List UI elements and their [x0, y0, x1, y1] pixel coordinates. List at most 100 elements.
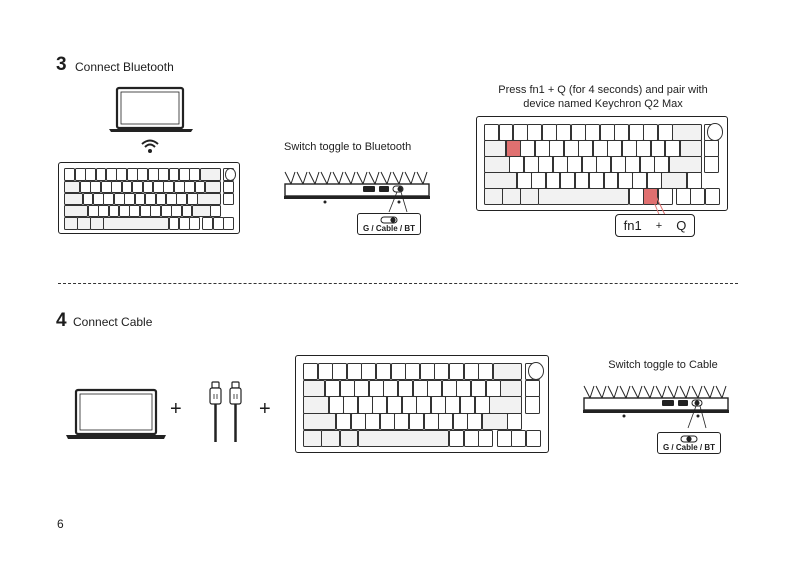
keycap	[453, 413, 468, 430]
keycap	[434, 363, 449, 380]
keycap	[513, 124, 528, 141]
keycap	[122, 181, 133, 194]
keycap	[140, 205, 151, 218]
keycap	[90, 181, 101, 194]
keycap	[80, 181, 91, 194]
keycap	[499, 124, 514, 141]
keycap	[690, 188, 705, 205]
keycap	[64, 193, 83, 206]
keycap	[402, 396, 417, 413]
keycap	[704, 140, 719, 157]
keycap	[556, 124, 571, 141]
keycap	[614, 124, 629, 141]
pair-caption-line2: device named Keychron Q2 Max	[478, 97, 728, 111]
keycap	[109, 205, 120, 218]
keycap	[179, 217, 190, 230]
keycap	[376, 363, 391, 380]
keycap	[114, 193, 125, 206]
toggle-switch-label: G / Cable / BT	[657, 432, 721, 454]
keycap	[166, 193, 177, 206]
keycap	[85, 168, 96, 181]
keycap	[358, 396, 373, 413]
keycap	[303, 413, 336, 430]
toggle-label-text: G / Cable / BT	[663, 443, 715, 452]
keycap	[202, 217, 213, 230]
wireless-icon	[140, 138, 160, 154]
keycap	[135, 193, 146, 206]
keycap	[629, 124, 644, 141]
keycap	[475, 396, 490, 413]
keycap	[101, 181, 112, 194]
keycap	[358, 430, 450, 447]
keycap	[187, 193, 198, 206]
keycap	[484, 124, 499, 141]
keycap	[182, 205, 193, 218]
keycap	[111, 181, 122, 194]
keycap	[64, 168, 75, 181]
keycap	[600, 124, 615, 141]
fn1-key: fn1	[624, 218, 642, 233]
step-title: Connect Cable	[73, 315, 152, 329]
keycap	[525, 380, 540, 397]
keycap	[405, 363, 420, 380]
keycap	[98, 205, 109, 218]
keycap	[442, 380, 457, 397]
keycap	[427, 380, 442, 397]
keycap	[380, 413, 395, 430]
keycap	[658, 124, 673, 141]
keycap	[205, 181, 221, 194]
fn1-q-key-combo: fn1 + Q	[615, 214, 695, 237]
keycap	[467, 413, 482, 430]
keycap	[179, 168, 190, 181]
keycap	[174, 181, 185, 194]
keycap	[464, 363, 479, 380]
plus-sign: +	[656, 220, 662, 232]
keycap	[223, 217, 234, 230]
plus-sign: +	[259, 398, 271, 421]
keycap	[176, 193, 187, 206]
keycap	[478, 430, 493, 447]
keycap	[409, 413, 424, 430]
keycap	[542, 124, 557, 141]
keycap	[672, 124, 701, 141]
toggle-label-text: G / Cable / BT	[363, 224, 415, 233]
keycap	[464, 430, 479, 447]
keycap	[340, 380, 355, 397]
keycap	[486, 380, 501, 397]
keycap	[643, 124, 658, 141]
keyboard-icon	[58, 162, 240, 234]
keyboard-icon	[295, 355, 549, 453]
keycap	[351, 413, 366, 430]
keycap	[156, 193, 167, 206]
keycap	[449, 363, 464, 380]
toggle-caption: Switch toggle to Bluetooth	[284, 140, 424, 154]
keycap	[511, 430, 526, 447]
knob	[225, 168, 237, 182]
keycap	[124, 193, 135, 206]
keycap	[387, 396, 402, 413]
keycap	[318, 363, 333, 380]
keycap	[192, 205, 211, 218]
keycap	[145, 193, 156, 206]
section-divider	[58, 283, 738, 284]
pointer-lines	[500, 140, 680, 220]
keycap	[103, 217, 169, 230]
keycap	[64, 181, 80, 194]
knob	[707, 123, 723, 140]
keycap	[137, 168, 148, 181]
keycap	[77, 217, 90, 230]
q-key: Q	[676, 218, 686, 233]
keycap	[161, 205, 172, 218]
keycap	[507, 413, 522, 430]
toggle-icon	[380, 216, 398, 224]
keycap	[106, 168, 117, 181]
keycap	[93, 193, 104, 206]
keycap	[169, 217, 180, 230]
keycap	[150, 205, 161, 218]
keycap	[460, 396, 475, 413]
keycap	[325, 380, 340, 397]
keycap	[471, 380, 486, 397]
keycap	[213, 217, 224, 230]
keycap	[148, 168, 159, 181]
plus-sign: +	[170, 398, 182, 421]
